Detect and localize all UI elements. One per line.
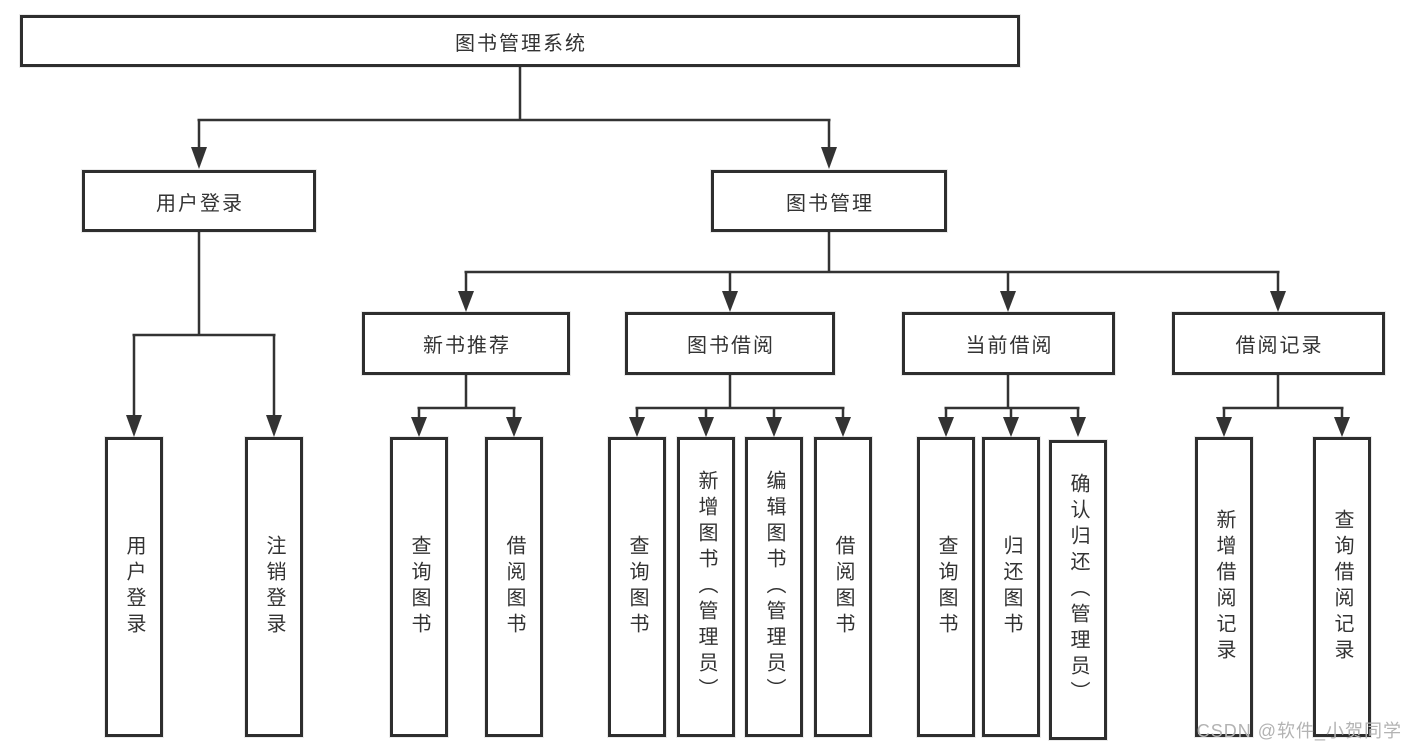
arrow-down-icon [1003, 417, 1019, 437]
leaf-logout: 注销登录 [245, 437, 303, 737]
leaf-borrow-books: 借阅图书 [485, 437, 543, 737]
node-label: 查询图书 [626, 535, 648, 639]
arrow-down-icon [191, 147, 207, 169]
node-new-book-recommendation: 新书推荐 [362, 312, 570, 375]
node-label: 当前借阅 [965, 335, 1054, 357]
arrow-down-icon [722, 291, 738, 312]
node-label: 用户登录 [123, 535, 145, 639]
connectors-borrowing-records [1216, 375, 1350, 437]
node-label: 查询图书 [935, 535, 957, 639]
node-label: 图书管理系统 [455, 32, 587, 55]
leaf-query-borrow-record: 查询借阅记录 [1313, 437, 1371, 737]
node-label: 用户登录 [156, 192, 244, 215]
node-book-management: 图书管理 [711, 170, 947, 232]
connectors-new-book-recommendation [411, 375, 522, 437]
node-label: 新增借阅记录 [1213, 509, 1235, 665]
leaf-add-books-admin: 新增图书（管理员） [677, 437, 735, 737]
node-library-management-system: 图书管理系统 [20, 15, 1020, 67]
node-label: 查询借阅记录 [1331, 509, 1353, 665]
connectors-user-login [126, 232, 282, 437]
leaf-return-books: 归还图书 [982, 437, 1040, 737]
connectors-current-borrowing [938, 375, 1086, 437]
node-current-borrowing: 当前借阅 [902, 312, 1115, 375]
arrow-down-icon [1216, 417, 1232, 437]
node-label: 确认归还（管理员） [1067, 473, 1089, 707]
leaf-user-login: 用户登录 [105, 437, 163, 737]
arrow-down-icon [458, 291, 474, 312]
node-label: 借阅图书 [832, 535, 854, 639]
arrow-down-icon [1334, 417, 1350, 437]
node-label: 借阅图书 [503, 535, 525, 639]
node-borrowing-records: 借阅记录 [1172, 312, 1385, 375]
arrow-down-icon [411, 417, 427, 437]
arrow-down-icon [506, 417, 522, 437]
leaf-borrow-books: 借阅图书 [814, 437, 872, 737]
node-user-login: 用户登录 [82, 170, 316, 232]
leaf-query-books: 查询图书 [917, 437, 975, 737]
arrow-down-icon [266, 415, 282, 437]
arrow-down-icon [1070, 417, 1086, 437]
node-label: 图书借阅 [687, 335, 775, 357]
node-label: 编辑图书（管理员） [763, 470, 785, 704]
leaf-query-books: 查询图书 [608, 437, 666, 737]
arrow-down-icon [126, 415, 142, 437]
connectors-book-borrowing [629, 375, 851, 437]
watermark-text: CSDN @软件_小贺同学 [1196, 721, 1402, 741]
arrow-down-icon [766, 417, 782, 437]
node-label: 新增图书（管理员） [695, 470, 717, 704]
arrow-down-icon [821, 147, 837, 169]
node-label: 归还图书 [1000, 535, 1022, 639]
arrow-down-icon [1000, 291, 1016, 312]
leaf-query-books: 查询图书 [390, 437, 448, 737]
node-label: 注销登录 [263, 535, 285, 639]
arrow-down-icon [1270, 291, 1286, 312]
leaf-edit-books-admin: 编辑图书（管理员） [745, 437, 803, 737]
connectors-root [191, 67, 837, 169]
arrow-down-icon [629, 417, 645, 437]
connectors-book-management [458, 232, 1286, 312]
node-label: 新书推荐 [423, 335, 511, 357]
node-label: 查询图书 [408, 535, 430, 639]
node-label: 借阅记录 [1235, 335, 1324, 357]
arrow-down-icon [938, 417, 954, 437]
node-label: 图书管理 [786, 192, 874, 215]
arrow-down-icon [835, 417, 851, 437]
node-book-borrowing: 图书借阅 [625, 312, 835, 375]
leaf-add-borrow-record: 新增借阅记录 [1195, 437, 1253, 737]
leaf-confirm-return-admin: 确认归还（管理员） [1049, 440, 1107, 740]
arrow-down-icon [698, 417, 714, 437]
